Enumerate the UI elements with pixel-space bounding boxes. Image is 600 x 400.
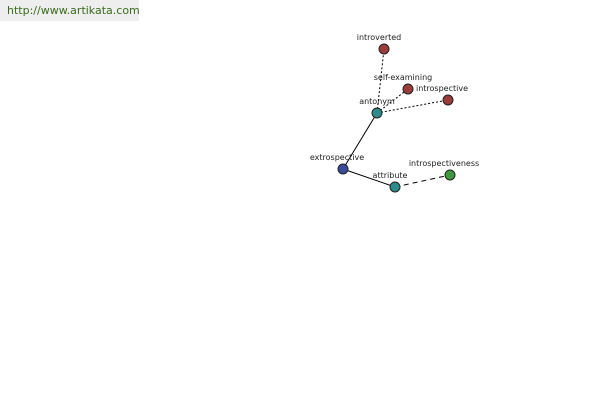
node-circle-introspective[interactable] (442, 94, 454, 106)
edges-layer (342, 48, 451, 188)
node-circle-antonym[interactable] (371, 107, 383, 119)
edge-extrospective-antonym (342, 112, 378, 170)
node-attribute[interactable]: attribute (373, 171, 408, 193)
node-introverted[interactable]: introverted (357, 33, 402, 55)
node-introspective[interactable]: introspective (416, 84, 468, 106)
node-label-self-examining[interactable]: self-examining (374, 73, 432, 82)
edge-antonym-introverted (376, 48, 385, 114)
node-label-introspectiveness[interactable]: introspectiveness (409, 159, 479, 168)
node-circle-introverted[interactable] (378, 43, 390, 55)
node-label-introspective[interactable]: introspective (416, 84, 468, 93)
node-extrospective[interactable]: extrospective (310, 153, 364, 175)
node-self-examining[interactable]: self-examining (374, 73, 432, 95)
site-url-link[interactable]: http://www.artikata.com (0, 0, 140, 21)
node-label-introverted[interactable]: introverted (357, 33, 402, 42)
nodes-layer: extrospective antonym attribute introverted… (310, 33, 479, 193)
edge-extrospective-attribute (342, 168, 396, 188)
node-label-extrospective[interactable]: extrospective (310, 153, 364, 162)
node-label-antonym[interactable]: antonym (359, 97, 395, 106)
edge-antonym-self-examining (376, 88, 409, 114)
node-circle-introspectiveness[interactable] (444, 169, 456, 181)
node-label-attribute[interactable]: attribute (373, 171, 408, 180)
edge-attribute-introspectiveness (394, 174, 451, 188)
node-circle-attribute[interactable] (389, 181, 401, 193)
node-circle-self-examining[interactable] (402, 83, 414, 95)
node-introspectiveness[interactable]: introspectiveness (409, 159, 479, 181)
node-circle-extrospective[interactable] (337, 163, 349, 175)
node-antonym[interactable]: antonym (359, 97, 395, 119)
edge-antonym-introspective (376, 99, 449, 114)
